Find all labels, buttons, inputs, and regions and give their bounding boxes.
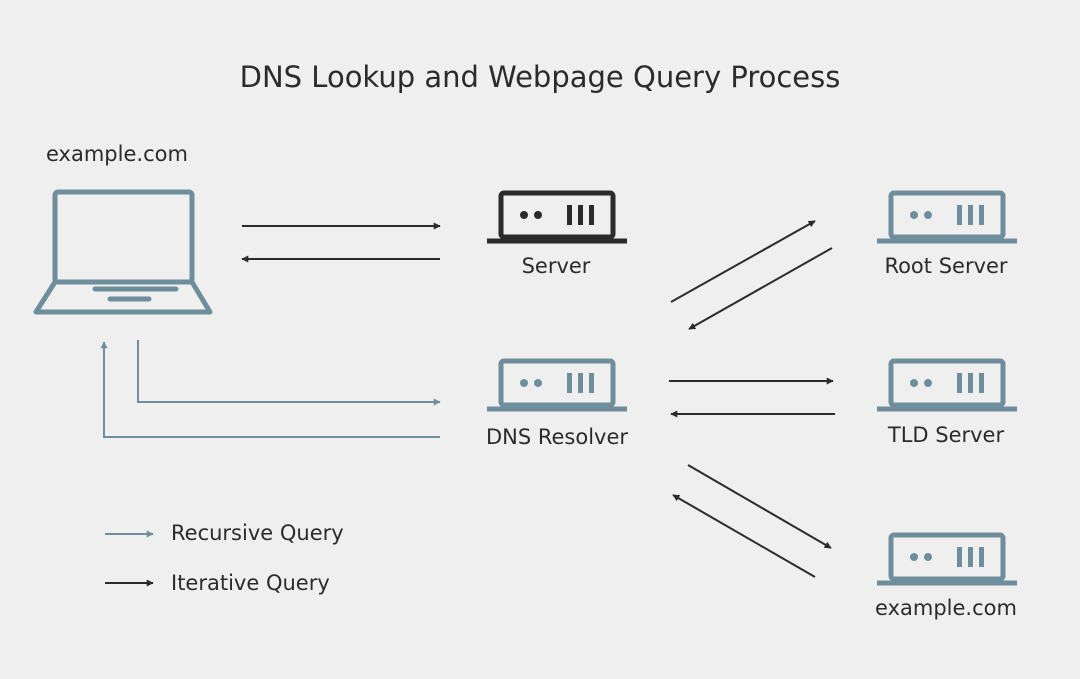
arrow-resolver-to-root: [670, 220, 816, 303]
arrow-root-to-resolver: [688, 247, 833, 330]
server-icon-root: [877, 193, 1017, 241]
dns-resolver-label: DNS Resolver: [485, 425, 629, 449]
root-server-label: Root Server: [884, 254, 1008, 278]
server-icon-authoritative: [877, 535, 1017, 583]
authoritative-server-label: example.com: [875, 596, 1017, 620]
server-label: Server: [521, 254, 591, 278]
arrow-resolver-to-laptop: [100, 341, 440, 438]
arrow-authoritative-to-resolver: [672, 494, 816, 578]
legend-recursive-label: Recursive Query: [171, 521, 344, 545]
laptop-icon: [33, 189, 213, 315]
legend-iterative-label: Iterative Query: [171, 571, 330, 595]
tld-server-label: TLD Server: [887, 423, 1005, 447]
arrow-laptop-to-resolver: [137, 340, 441, 406]
client-label: example.com: [46, 142, 188, 166]
server-icon-web: [487, 193, 627, 241]
arrow-resolver-to-authoritative: [687, 464, 832, 549]
diagram-title: DNS Lookup and Webpage Query Process: [239, 60, 841, 94]
server-icon-dns-resolver: [487, 361, 627, 409]
server-icon-tld: [877, 361, 1017, 409]
